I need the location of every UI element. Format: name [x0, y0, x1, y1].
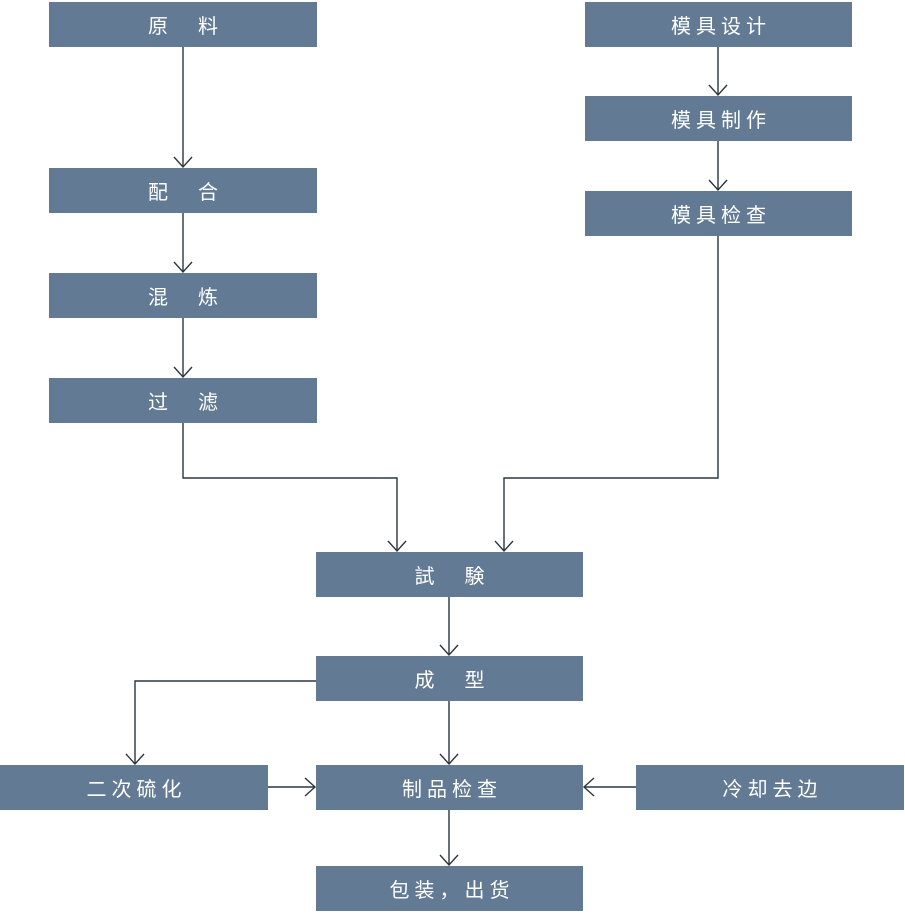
- node-product-inspection: 制品检查: [316, 765, 583, 810]
- node-packing-shipping: 包装，出货: [316, 866, 583, 911]
- arrow-post-cure-to-product-inspection: [268, 777, 317, 797]
- arrow-cooling-trimming-to-product-inspection: [582, 777, 636, 797]
- arrow-product-inspection-to-packing: [439, 810, 459, 867]
- node-cooling-trimming: 冷却去边: [636, 765, 904, 810]
- node-raw-material: 原 料: [49, 2, 317, 47]
- arrow-raw-material-to-compounding: [173, 47, 193, 169]
- node-mold-design: 模具设计: [585, 2, 852, 47]
- node-mixing: 混 炼: [49, 273, 317, 318]
- node-trial: 試 験: [316, 552, 583, 597]
- node-filtering: 过 滤: [49, 378, 317, 423]
- node-mold-making: 模具制作: [585, 96, 852, 141]
- arrow-mold-design-to-mold-making: [708, 47, 728, 97]
- arrow-mold-inspection-to-trial: [494, 236, 719, 553]
- node-mold-inspection: 模具检查: [585, 191, 852, 236]
- arrow-molding-to-product-inspection: [439, 701, 459, 766]
- node-molding: 成 型: [316, 656, 583, 701]
- arrow-filtering-to-trial: [182, 423, 407, 553]
- arrow-compounding-to-mixing: [173, 213, 193, 274]
- arrow-mold-making-to-mold-inspection: [708, 141, 728, 192]
- arrow-mixing-to-filtering: [173, 318, 193, 379]
- arrow-trial-to-molding: [439, 597, 459, 657]
- node-post-cure: 二次硫化: [0, 765, 268, 810]
- arrow-molding-to-post-cure: [125, 680, 316, 766]
- node-compounding: 配 合: [49, 168, 317, 213]
